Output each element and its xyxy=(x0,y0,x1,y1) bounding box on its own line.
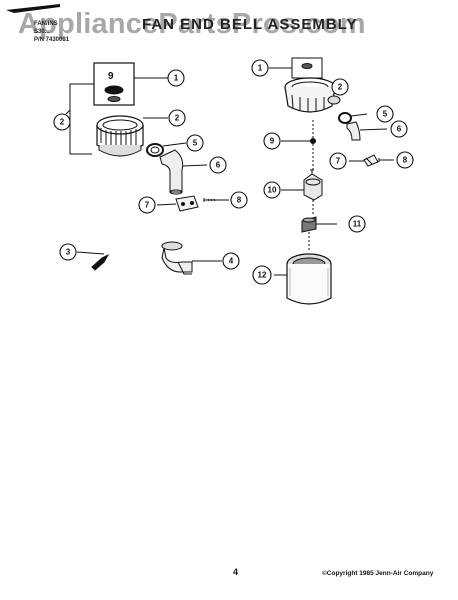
callout-number: 3 xyxy=(66,248,71,257)
callout-circle xyxy=(53,113,71,131)
callout-number: 12 xyxy=(258,271,267,280)
callout-number: 6 xyxy=(216,161,221,170)
callout-circle xyxy=(390,120,408,138)
callout-number: 4 xyxy=(229,257,234,266)
callout-circle xyxy=(376,105,394,123)
right-elbow-duct xyxy=(346,121,361,141)
callout-circle xyxy=(230,191,248,209)
model-line: FAN/INS xyxy=(34,21,58,27)
right-screw xyxy=(378,158,394,162)
model-line: S30... xyxy=(34,29,50,35)
callout-number: 5 xyxy=(383,110,388,119)
callout-number: 2 xyxy=(60,118,65,127)
right-motor xyxy=(303,169,323,201)
callout-number: 11 xyxy=(353,220,362,229)
callout-number: 1 xyxy=(258,64,263,73)
callout-number: 10 xyxy=(268,186,277,195)
left-gasket xyxy=(146,143,164,157)
right-fan-wheel xyxy=(286,253,332,305)
left-screw xyxy=(203,198,218,202)
right-cap xyxy=(291,57,323,79)
right-clip xyxy=(363,154,379,167)
watermark: AppliancePartsPros.com xyxy=(18,8,366,40)
model-info: FAN/INS S30... P/N 7430081 xyxy=(34,20,69,44)
left-elbow-duct xyxy=(159,149,184,195)
callout-number: 5 xyxy=(193,139,198,148)
callout-circle xyxy=(251,59,269,77)
callout-number: 8 xyxy=(237,196,242,205)
callout-number: 7 xyxy=(145,201,150,210)
callout-circle xyxy=(263,181,281,199)
right-fan-hub xyxy=(301,216,317,233)
left-end-bell xyxy=(96,115,144,157)
right-nut xyxy=(310,138,316,144)
left-wire-spring xyxy=(91,253,110,271)
callout-circle xyxy=(263,132,281,150)
callout-circle xyxy=(396,151,414,169)
right-gasket xyxy=(338,112,352,124)
callout-circle xyxy=(222,252,240,270)
callout-circle xyxy=(186,134,204,152)
callout-circle xyxy=(167,69,185,87)
callout-circle xyxy=(348,215,366,233)
callout-circle xyxy=(209,156,227,174)
page-title: FAN END BELL ASSEMBLY xyxy=(142,16,358,33)
left-bearing-kit: 9 xyxy=(93,62,135,106)
part-number: P/N 7430081 xyxy=(34,37,70,43)
page-number: 4 xyxy=(233,567,239,577)
callout-number: 7 xyxy=(336,157,341,166)
callout-number: 2 xyxy=(338,83,343,92)
callout-number: 2 xyxy=(175,114,180,123)
callout-circle xyxy=(329,152,347,170)
callout-number: 8 xyxy=(403,156,408,165)
left-drain-fitting xyxy=(161,241,193,275)
callout-circle xyxy=(331,78,349,96)
callout-circle xyxy=(138,196,156,214)
callout-number: 9 xyxy=(270,137,275,146)
copyright-notice: ©Copyright 1985 Jenn-Air Company xyxy=(322,570,434,577)
left-bracket-plate xyxy=(175,195,199,212)
callout-circle xyxy=(168,109,186,127)
callout-number: 1 xyxy=(174,74,179,83)
right-end-bell xyxy=(284,77,341,113)
callout-circle xyxy=(59,243,77,261)
callout-number: 6 xyxy=(397,125,402,134)
callout-circle xyxy=(252,265,272,285)
svg-text:9: 9 xyxy=(108,71,114,82)
